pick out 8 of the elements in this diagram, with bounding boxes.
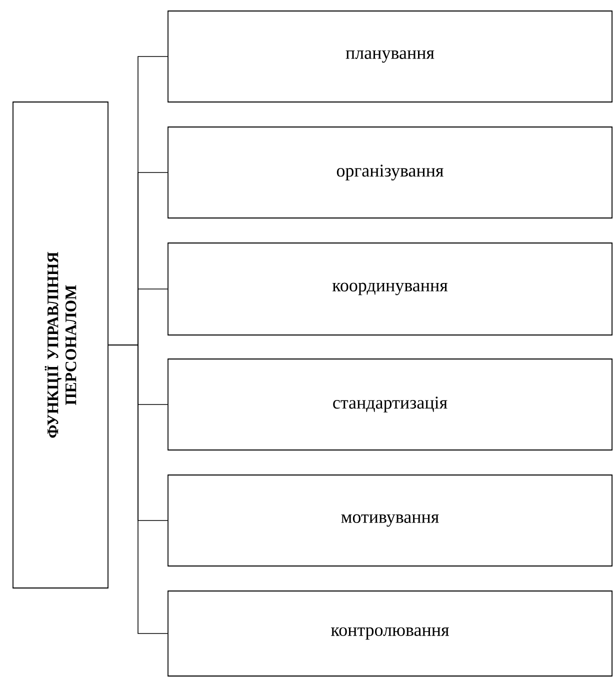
title-text: ФУНКЦІЇ УПРАВЛІННЯ ПЕРСОНАЛОМ bbox=[44, 252, 76, 438]
function-box: планування bbox=[168, 10, 612, 102]
function-box: контролювання bbox=[168, 590, 612, 676]
function-box: стандартизація bbox=[168, 358, 612, 450]
function-box: координування bbox=[168, 242, 612, 336]
title-box bbox=[12, 102, 108, 588]
function-box: організування bbox=[168, 126, 612, 218]
function-box: мотивування bbox=[168, 474, 612, 566]
